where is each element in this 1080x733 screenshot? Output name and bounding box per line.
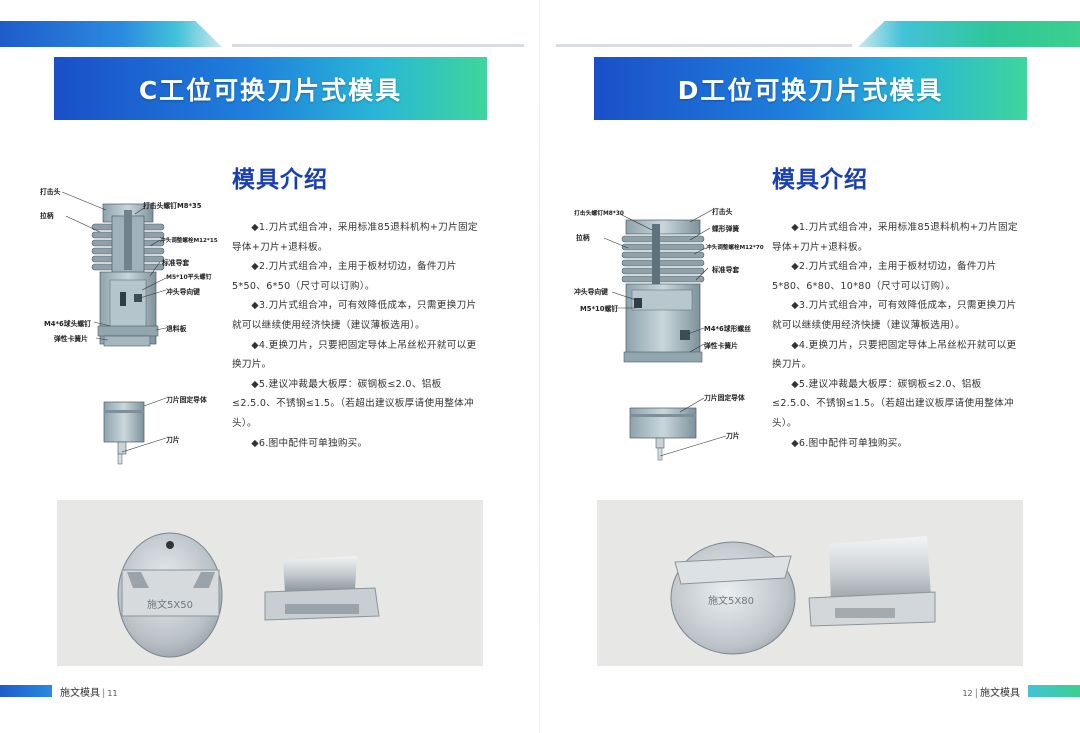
- label-strike-head: 打击头: [40, 188, 61, 196]
- page-number: 12: [962, 689, 973, 698]
- description-paragraph: ◆1.刀片式组合冲，采用标准85退料机构+刀片固定导体+刀片+退料板。: [232, 222, 478, 253]
- description-paragraph: ◆5.建议冲裁最大板厚：碳钢板≤2.0、铝板≤2.5.0、不锈钢≤1.5。（若超…: [772, 378, 1014, 429]
- title-banner: D工位可换刀片式模具: [594, 57, 1027, 120]
- label-blade: 刀片: [726, 432, 740, 440]
- label-ball-screw: M4*6球形螺丝: [704, 325, 751, 333]
- label-adjust-bolt: 冲头调整螺栓M12*15: [160, 238, 218, 244]
- description-paragraph: ◆1.刀片式组合冲，采用标准85退料机构+刀片固定导体+刀片+退料板。: [772, 222, 1018, 253]
- description-text: ◆1.刀片式组合冲，采用标准85退料机构+刀片固定导体+刀片+退料板。 ◆2.刀…: [232, 218, 482, 453]
- label-blade-holder: 刀片固定导体: [166, 396, 207, 404]
- top-divider-line: [232, 44, 524, 47]
- label-pull-handle: 拉柄: [40, 212, 54, 220]
- engraved-text: 施文5X50: [147, 598, 193, 611]
- description-paragraph: ◆4.更换刀片，只要把固定导体上吊丝松开就可以更换刀片。: [232, 339, 477, 371]
- die-assembly-diagram: 打击头 打击头螺钉M8*35 拉柄 冲头调整螺栓M12*15 标准导套 M5*1…: [0, 180, 232, 470]
- footer: 施文模具|11: [60, 688, 118, 699]
- description-paragraph: ◆4.更换刀片，只要把固定导体上吊丝松开就可以更换刀片。: [772, 339, 1017, 371]
- top-divider-line: [556, 44, 852, 47]
- label-strike-head-screw: 打击头螺钉M8*30: [574, 211, 624, 217]
- footer-accent-bar: [0, 685, 52, 697]
- product-photo: 施文5X80: [597, 500, 1023, 666]
- engraved-text: 施文5X80: [708, 594, 754, 607]
- label-guide-sleeve: 标准导套: [162, 259, 190, 267]
- left-page: C工位可换刀片式模具 模具介绍 ◆1.刀片式组合冲，采用标准85退料机构+刀片固…: [0, 21, 524, 699]
- blade-holder-photo: 施文5X50: [117, 532, 380, 658]
- label-blade: 刀片: [166, 436, 180, 444]
- label-spring-clip: 弹性卡簧片: [54, 335, 88, 343]
- label-pull-handle: 拉柄: [576, 234, 590, 242]
- page-title: D工位可换刀片式模具: [677, 75, 944, 105]
- description-paragraph: ◆2.刀片式组合冲，主用于板材切边，备件刀片5*80、6*80、10*80（尺寸…: [772, 261, 997, 292]
- section-heading: 模具介绍: [772, 167, 868, 193]
- label-disc-spring: 蝶形弹簧: [712, 225, 740, 233]
- description-paragraph: ◆3.刀片式组合冲，可有效降低成本，只需更换刀片就可以继续使用经济快捷（建议薄板…: [772, 300, 1017, 331]
- label-ball-head-screw: M4*6球头螺钉: [44, 320, 91, 328]
- top-accent-stripe: [858, 21, 1080, 47]
- label-flat-head-screw: M5*10平头螺钉: [166, 274, 212, 281]
- description-paragraph: ◆6.图中配件可单独购买。: [251, 437, 368, 449]
- right-page: D工位可换刀片式模具 模具介绍 ◆1.刀片式组合冲，采用标准85退料机构+刀片固…: [540, 0, 1080, 733]
- footer: 12|施文模具: [962, 688, 1020, 699]
- footer-brand: 施文模具: [60, 688, 100, 699]
- die-cross-section-drawing: [61, 191, 167, 465]
- label-guide-sleeve: 标准导套: [712, 266, 740, 274]
- description-paragraph: ◆2.刀片式组合冲，主用于板材切边，备件刀片5*50、6*50（尺寸可以订购）。: [232, 261, 457, 292]
- label-strike-head: 打击头: [712, 208, 733, 216]
- description-paragraph: ◆6.图中配件可单独购买。: [791, 437, 908, 449]
- label-adjust-bolt: 冲头调整螺栓M12*70: [706, 245, 764, 251]
- label-stripper-plate: 退料板: [166, 325, 187, 333]
- label-screw: M5*10螺钉: [580, 305, 619, 313]
- description-text: ◆1.刀片式组合冲，采用标准85退料机构+刀片固定导体+刀片+退料板。 ◆2.刀…: [772, 218, 1022, 453]
- page-title: C工位可换刀片式模具: [138, 75, 403, 105]
- footer-accent-bar: [1028, 685, 1080, 697]
- label-blade-holder: 刀片固定导体: [704, 394, 745, 402]
- die-cross-section-drawing: [603, 209, 727, 461]
- blade-holder-photo: 施文5X80: [670, 536, 936, 655]
- description-paragraph: ◆3.刀片式组合冲，可有效降低成本，只需更换刀片就可以继续使用经济快捷（建议薄板…: [232, 300, 477, 331]
- section-heading: 模具介绍: [232, 167, 328, 193]
- description-paragraph: ◆5.建议冲裁最大板厚：碳钢板≤2.0、铝板≤2.5.0、不锈钢≤1.5。（若超…: [232, 378, 474, 429]
- label-spring-clip: 弹性卡簧片: [704, 342, 738, 350]
- label-strike-head-screw: 打击头螺钉M8*35: [143, 202, 202, 210]
- title-banner: C工位可换刀片式模具: [54, 57, 487, 120]
- top-accent-stripe: [0, 21, 222, 47]
- page-number: 11: [107, 689, 118, 698]
- die-assembly-diagram: 打击头螺钉M8*30 打击头 蝶形弹簧 拉柄 冲头调整螺栓M12*70 标准导套…: [540, 180, 772, 470]
- label-punch-guide-key: 冲头导向键: [166, 288, 200, 296]
- product-photo: 施文5X50: [57, 500, 483, 666]
- footer-brand: 施文模具: [980, 688, 1020, 699]
- label-punch-guide-key: 冲头导向键: [574, 288, 608, 296]
